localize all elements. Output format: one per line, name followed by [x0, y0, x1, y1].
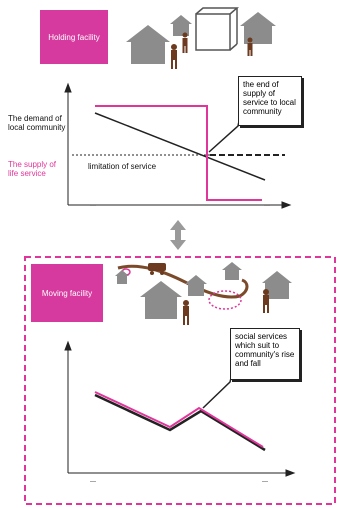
road-loop — [208, 290, 242, 310]
limitation-label: limitation of service — [88, 162, 157, 171]
holding-facility-label: Holding facility — [48, 32, 100, 42]
house-icon — [126, 25, 170, 64]
demand-line — [94, 112, 266, 181]
house-icon — [222, 262, 242, 280]
top-chart-axes — [64, 82, 292, 209]
end-of-supply-text: the end of supply of service to local co… — [243, 80, 296, 116]
social-services-callout: social services which suit to community'… — [230, 328, 300, 380]
moving-facility-frame — [24, 256, 336, 505]
moving-facility-label: Moving facility — [41, 288, 93, 298]
person-icon — [247, 37, 253, 56]
top-callout-pointer — [208, 115, 241, 153]
top-axis-tick-right: --- — [264, 203, 270, 209]
moving-facility-badge: Moving facility — [31, 264, 103, 322]
double-arrow-icon — [170, 220, 186, 250]
holding-facility-badge: Holding facility — [40, 10, 108, 64]
house-icon — [140, 281, 182, 319]
person-icon — [183, 300, 189, 325]
supply-label: The supply of life service — [8, 160, 57, 178]
house-icon — [185, 275, 207, 296]
bottom-demand-line — [94, 393, 266, 452]
supply-line — [95, 105, 262, 201]
demand-label: The demand of local community — [8, 114, 66, 132]
bus-icon — [148, 263, 166, 275]
social-services-text: social services which suit to community'… — [235, 332, 295, 368]
person-icon — [182, 32, 188, 53]
person-icon — [171, 44, 177, 69]
bottom-chart-axes — [64, 340, 296, 477]
cage-icon — [195, 7, 240, 51]
house-icon — [170, 15, 192, 36]
house-icon — [115, 270, 129, 284]
bottom-supply-line — [94, 391, 264, 448]
bottom-callout-pointer — [202, 373, 233, 409]
house-icon — [240, 12, 276, 44]
bottom-axis-tick-left: --- — [90, 479, 96, 485]
top-axis-tick-left: --- — [90, 203, 96, 209]
end-of-supply-callout: the end of supply of service to local co… — [238, 76, 302, 126]
bottom-axis-tick-right: --- — [262, 479, 268, 485]
house-icon — [262, 271, 292, 299]
person-icon — [263, 289, 269, 313]
